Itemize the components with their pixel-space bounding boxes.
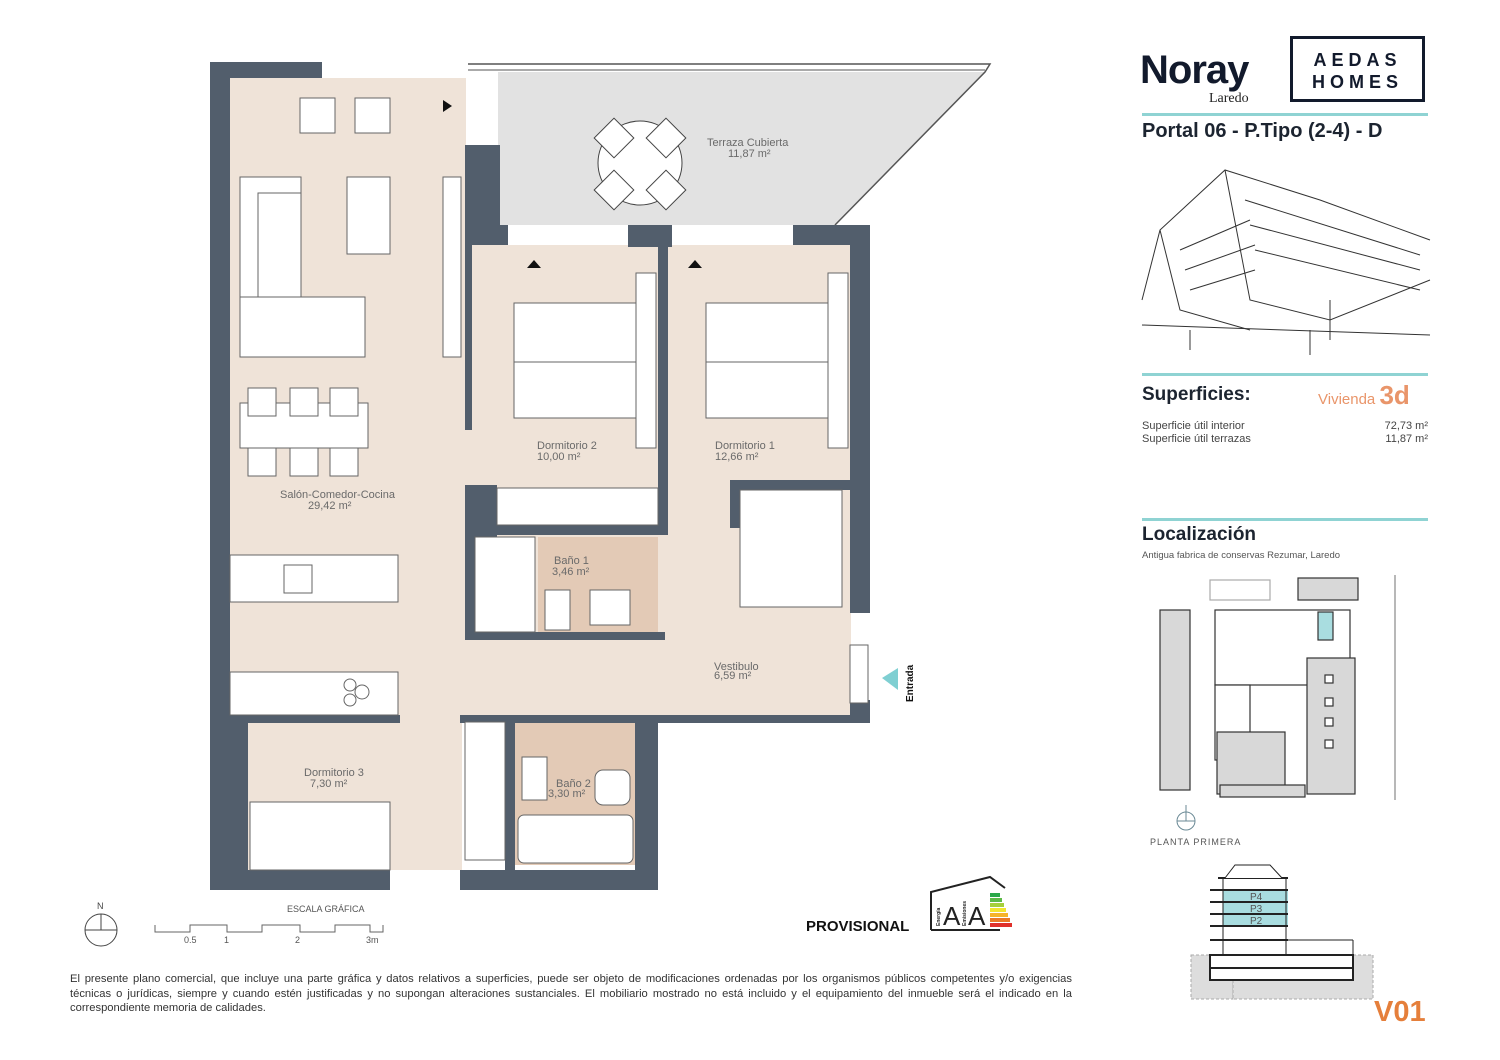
svg-text:P4: P4 [1250, 892, 1263, 903]
area-label: Superficie útil interior [1142, 420, 1245, 432]
north-arrow-icon: N [84, 901, 118, 947]
energy-label-icon: Energía A Emisiones A [930, 875, 1012, 931]
energy-consumption-label: Energía [936, 907, 942, 926]
brand-logo: Noray [1140, 48, 1249, 92]
portal-title: Portal 06 - P.Tipo (2-4) - D [1142, 120, 1383, 142]
vivienda-label: Vivienda [1318, 391, 1376, 408]
energy-status: PROVISIONAL [806, 918, 910, 935]
svg-text:Vestibulo: Vestibulo [714, 661, 759, 673]
orientation-arrow-icon [443, 100, 452, 112]
compass-icon [1176, 805, 1196, 831]
area-row: Superficie útil terrazas 11,87 m² [1142, 433, 1428, 445]
site-plan [1159, 575, 1396, 800]
energy-emissions-rating: A [968, 901, 986, 931]
svg-text:Baño 1: Baño 1 [554, 555, 589, 567]
building-section: P4 P3 P2 [1190, 864, 1374, 1000]
svg-text:3,30 m²: 3,30 m² [548, 788, 586, 800]
svg-text:3m: 3m [366, 935, 379, 945]
divider [1142, 113, 1428, 116]
area-row: Superficie útil interior 72,73 m² [1142, 420, 1428, 432]
svg-text:6,59 m²: 6,59 m² [714, 670, 752, 682]
partner-logo-line2: HOMES [1311, 72, 1403, 92]
scale-title: ESCALA GRÁFICA [287, 904, 365, 914]
area-label: Superficie útil terrazas [1142, 433, 1251, 445]
svg-text:Baño 2: Baño 2 [556, 778, 591, 790]
divider [1142, 373, 1428, 376]
svg-text:12,66 m²: 12,66 m² [715, 451, 759, 463]
svg-text:Dormitorio 1: Dormitorio 1 [715, 440, 775, 452]
scale-bar [154, 924, 384, 933]
svg-text:3,46 m²: 3,46 m² [552, 566, 590, 578]
area-value: 72,73 m² [1384, 420, 1428, 432]
superficies-title: Superficies: [1142, 384, 1251, 405]
energy-consumption-rating: A [943, 901, 961, 931]
svg-text:10,00 m²: 10,00 m² [537, 451, 581, 463]
svg-text:Salón-Comedor-Cocina: Salón-Comedor-Cocina [280, 489, 396, 501]
terrace-table [593, 117, 687, 211]
vivienda-code: 3d [1379, 380, 1410, 410]
partner-logo: AEDAS HOMES [1290, 36, 1425, 102]
disclaimer: El presente plano comercial, que incluye… [70, 973, 1072, 1014]
svg-text:2: 2 [295, 935, 300, 945]
brand-city: Laredo [1209, 91, 1249, 106]
svg-text:11,87 m²: 11,87 m² [728, 148, 771, 160]
localizacion-address: Antigua fabrica de conservas Rezumar, La… [1142, 550, 1341, 561]
floor-label: PLANTA PRIMERA [1150, 837, 1242, 847]
divider [1142, 518, 1428, 521]
svg-text:Dormitorio 3: Dormitorio 3 [304, 767, 364, 779]
entrance-label: Entrada [905, 664, 916, 702]
svg-text:29,42 m²: 29,42 m² [308, 500, 352, 512]
svg-text:P3: P3 [1250, 904, 1263, 915]
svg-text:N: N [97, 901, 104, 911]
vivienda-type: Vivienda 3d [1318, 380, 1410, 411]
area-value: 11,87 m² [1385, 433, 1428, 445]
svg-text:1: 1 [224, 935, 229, 945]
svg-text:P2: P2 [1250, 916, 1263, 927]
svg-text:Terraza Cubierta: Terraza Cubierta [707, 137, 789, 149]
walls [210, 62, 870, 890]
furniture [229, 97, 869, 871]
svg-text:7,30 m²: 7,30 m² [310, 778, 348, 790]
building-sketch [1141, 169, 1431, 355]
partner-logo-line1: AEDAS [1313, 50, 1402, 70]
svg-text:Dormitorio 2: Dormitorio 2 [537, 440, 597, 452]
version-label: V01 [1374, 996, 1426, 1028]
entrance-arrow-icon [882, 668, 898, 690]
energy-emissions-label: Emisiones [962, 901, 968, 926]
localizacion-title: Localización [1142, 524, 1257, 545]
svg-text:0.5: 0.5 [184, 935, 197, 945]
orientation-arrow-icon [688, 260, 702, 268]
orientation-arrow-icon [527, 260, 541, 268]
